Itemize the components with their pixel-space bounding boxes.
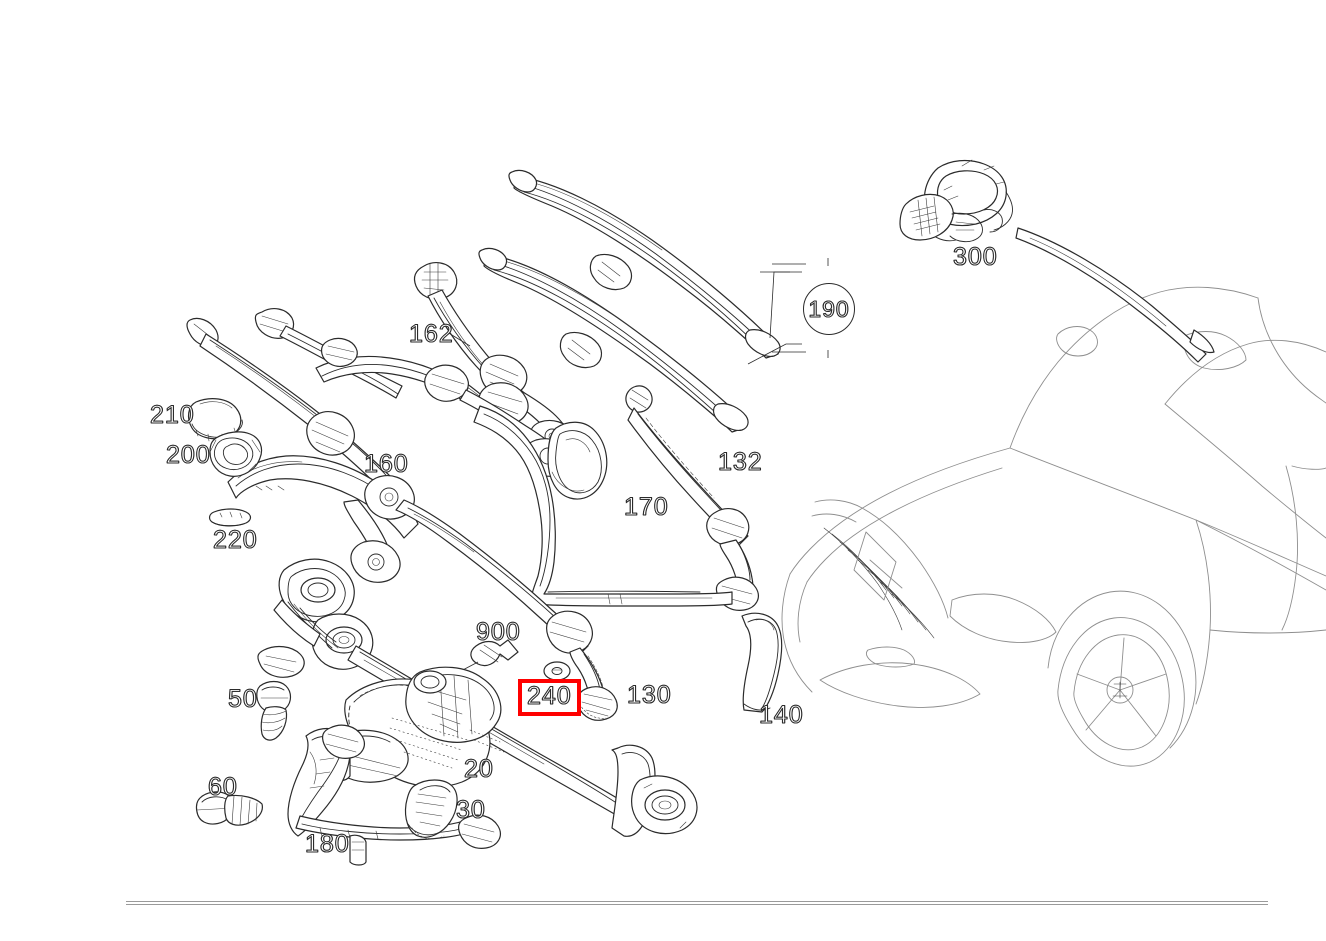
part-160-wiper-arm-left	[186, 308, 573, 583]
part-200-hex-nut	[209, 431, 263, 477]
callout-300: 300	[953, 243, 998, 271]
part-190-wiper-blades	[478, 169, 829, 433]
part-220-clip	[208, 508, 252, 527]
part-30-mounting-clip	[404, 779, 458, 840]
callout-20: 20	[464, 755, 494, 783]
washer-hose-loop	[473, 405, 733, 607]
callout-50: 50	[228, 685, 258, 713]
callout-170: 170	[624, 493, 669, 521]
part-132-washer-hose-right	[625, 385, 759, 611]
callout-220: 220	[213, 526, 258, 554]
callout-180: 180	[305, 830, 350, 858]
part-170-nozzle-cover	[547, 421, 608, 500]
sensor-placement-arrow	[1015, 227, 1215, 363]
part-60-bolt-lower	[195, 791, 263, 826]
callout-132: 132	[718, 448, 763, 476]
callout-60: 60	[208, 773, 238, 801]
callout-210: 210	[150, 401, 195, 429]
callout-130: 130	[627, 681, 672, 709]
part-300-rain-light-sensor	[899, 159, 1013, 243]
vehicle-outline	[781, 286, 1326, 767]
callout-140: 140	[759, 701, 804, 729]
footer-divider-rule	[126, 901, 1268, 905]
part-50-bolt-upper	[256, 680, 292, 741]
callout-190: 190	[803, 283, 855, 335]
callout-162: 162	[409, 320, 454, 348]
part-140-hose-sleeve	[741, 612, 783, 713]
callout-160: 160	[364, 450, 409, 478]
part-180-support-bracket	[287, 724, 501, 866]
callout-900: 900	[476, 618, 521, 646]
part-240-seal-ring	[543, 661, 571, 681]
callout-200: 200	[166, 441, 211, 469]
callout-240-highlighted: 240	[518, 679, 581, 716]
callout-30: 30	[456, 796, 486, 824]
part-130-washer-hose-left	[395, 499, 618, 721]
